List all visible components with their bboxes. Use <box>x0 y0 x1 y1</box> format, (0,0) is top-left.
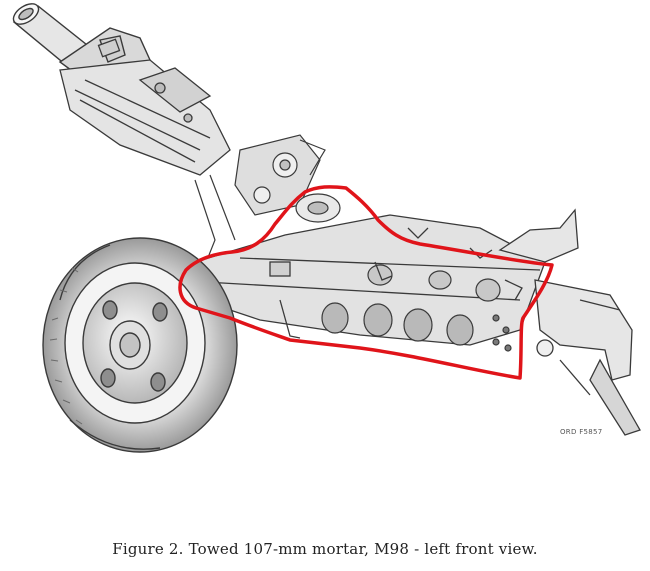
carriage-body <box>184 214 546 346</box>
highlight-outline <box>178 185 554 380</box>
ordnance-code: ORD F5857 <box>560 428 603 436</box>
trail-holes <box>321 264 512 352</box>
figure-caption: Figure 2. Towed 107-mm mortar, M98 - lef… <box>112 540 538 558</box>
wheel <box>42 237 238 453</box>
mortar-illustration <box>12 3 641 453</box>
tire-tread <box>49 267 83 425</box>
trail-spade <box>498 208 641 436</box>
recoil-cradle <box>59 38 231 176</box>
